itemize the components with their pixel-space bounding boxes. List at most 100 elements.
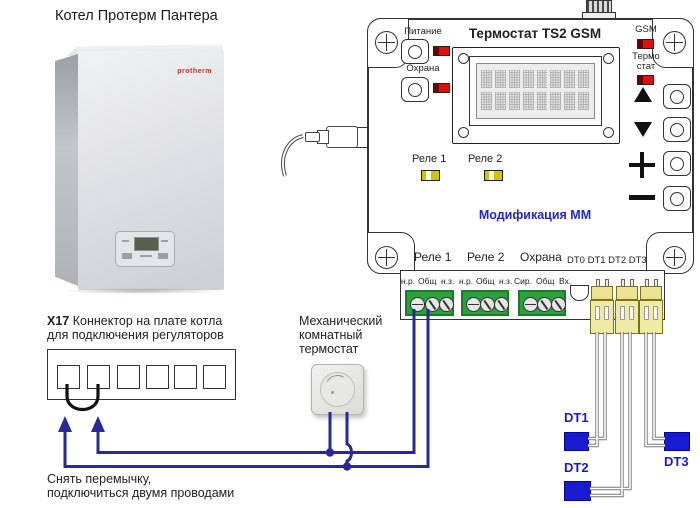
lcd-char-block xyxy=(522,92,534,110)
up-button xyxy=(663,84,691,109)
lcd-char-block xyxy=(494,92,506,110)
plus-bar xyxy=(639,152,644,178)
power-cable xyxy=(281,134,304,177)
thermostat-led-label: Термо стат xyxy=(622,52,670,72)
x17-caption-line1: X17 Коннектор на плате котла xyxy=(47,314,222,328)
dt1-plug xyxy=(590,300,614,334)
dt1-label: DT1 xyxy=(564,410,589,425)
terminal-screw-icon xyxy=(494,297,509,312)
dt1-wire xyxy=(588,332,607,441)
connector-pin xyxy=(630,279,634,287)
plus-icon xyxy=(629,152,655,178)
dt-ports-label: DT0 DT1 DT2 DT3 xyxy=(567,255,647,266)
corner-screw-icon xyxy=(663,246,686,269)
terminal-screw-icon xyxy=(439,297,454,312)
terminal-label: н.р. xyxy=(459,276,474,286)
lcd-char-block xyxy=(522,70,534,88)
relay2-terminal-block xyxy=(461,290,509,316)
plug-slot xyxy=(629,306,634,320)
corner-screw-icon xyxy=(375,246,398,269)
guard-label: Охрана xyxy=(406,63,440,74)
lcd-char-block xyxy=(494,70,506,88)
terminal-screw-icon xyxy=(551,297,566,312)
guard-terminal-block xyxy=(518,290,566,316)
bottom-relay1-label: Реле 1 xyxy=(414,250,452,264)
dt2-wire xyxy=(590,332,624,498)
terminal-label: н.р. xyxy=(401,276,416,286)
dt0-socket xyxy=(570,285,589,301)
terminal-label: Вх. xyxy=(559,276,572,286)
lcd-char-block xyxy=(481,92,492,110)
terminal-screw-icon xyxy=(480,297,495,312)
x17-pin xyxy=(203,365,226,389)
gsm-label: GSM xyxy=(635,24,657,35)
terminal-label: н.з. xyxy=(499,276,513,286)
power-label: Питание xyxy=(404,26,442,37)
thermostat-wire-right-with-hop xyxy=(345,412,353,467)
terminal-screw-icon xyxy=(523,297,538,312)
dt3-sensor xyxy=(664,432,690,451)
relay2-label: Реле 2 xyxy=(468,153,503,165)
dt2-wire-core xyxy=(590,332,623,497)
boiler-panel-mark xyxy=(161,240,168,242)
dt2-sensor xyxy=(564,481,591,501)
lcd-char-block xyxy=(481,70,492,88)
bottom-relay2-label: Реле 2 xyxy=(467,250,505,264)
terminal-label: н.з. xyxy=(441,276,455,286)
relay1-label: Реле 1 xyxy=(412,153,447,165)
down-button xyxy=(663,117,691,142)
lcd-char-block xyxy=(564,92,576,110)
dt1-wire xyxy=(588,332,599,448)
terminal-screw-icon xyxy=(537,297,552,312)
boiler-shadow xyxy=(61,288,221,294)
guard-button xyxy=(401,77,429,102)
plug-slot xyxy=(595,306,600,320)
bottom-guard-label: Охрана xyxy=(520,250,562,264)
minus-button xyxy=(663,186,691,211)
wire-junction-dot xyxy=(325,448,335,457)
x17-pin xyxy=(57,365,80,389)
wire-junction-dot xyxy=(342,462,352,471)
dt3-wire-core xyxy=(645,332,665,447)
x17-code: X17 xyxy=(47,314,70,328)
lcd-char-block xyxy=(564,70,576,88)
power-cable-core xyxy=(282,135,304,177)
lcd-char-block xyxy=(578,70,589,88)
note-line2: подключиться двумя проводами xyxy=(47,486,235,500)
x17-pin xyxy=(174,365,197,389)
power-plug-tip xyxy=(305,132,320,142)
terminal-screw-icon xyxy=(424,297,440,312)
plus-button xyxy=(663,151,691,176)
dt2-label: DT2 xyxy=(564,460,589,475)
power-led xyxy=(433,46,450,56)
dt2-wire-core xyxy=(590,332,631,490)
thermostat-dial xyxy=(320,372,355,407)
dt2-plug xyxy=(615,300,639,334)
thermostat-led-label-line1: Термо xyxy=(632,51,660,62)
device-title: Термостат TS2 GSM xyxy=(468,26,602,41)
boiler-image: protherm xyxy=(55,42,227,294)
dt3-wire xyxy=(644,332,665,448)
connector-pin xyxy=(621,279,625,287)
room-thermostat-caption-line: Механический xyxy=(299,314,383,328)
terminal-screw-icon xyxy=(466,297,481,312)
room-thermostat-body xyxy=(311,364,364,415)
thermostat-led xyxy=(637,75,654,85)
dt3-wire xyxy=(652,332,665,441)
dt3-plug xyxy=(639,300,663,334)
relay2-led xyxy=(484,170,503,181)
terminal-label: Общ xyxy=(476,276,495,286)
gsm-led xyxy=(637,39,654,49)
lcd-mount-hole xyxy=(603,127,614,138)
boiler-title: Котел Протерм Пантера xyxy=(55,8,218,24)
connector-pin xyxy=(605,279,609,287)
plug-slot xyxy=(653,306,658,320)
boiler-panel-button xyxy=(158,253,168,259)
x17-caption-line2: для подключения регуляторов xyxy=(47,328,224,342)
corner-screw-icon xyxy=(663,31,686,54)
lcd-mount-hole xyxy=(458,127,469,138)
terminal-screw-icon xyxy=(410,297,425,312)
boiler-front-face: protherm xyxy=(78,51,224,290)
room-thermostat-caption-line: термостат xyxy=(299,342,359,356)
